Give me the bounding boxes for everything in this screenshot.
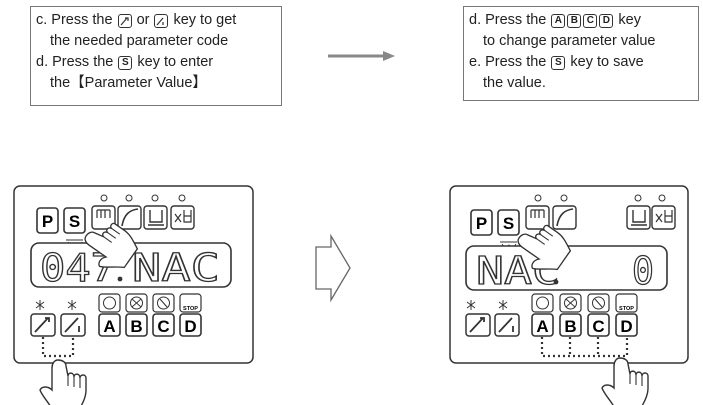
key-b-label: B bbox=[130, 317, 142, 336]
s-key[interactable] bbox=[497, 209, 520, 236]
start-tack-key[interactable] bbox=[91, 205, 116, 230]
instruction-box-right: d. Press the A B C D key to change param… bbox=[463, 6, 699, 101]
s-key-icon: S bbox=[551, 55, 566, 70]
left-line-1: c. Press the or key to get bbox=[36, 12, 237, 28]
key-a-icon: A bbox=[551, 13, 566, 28]
key-c[interactable] bbox=[587, 313, 610, 337]
key-d[interactable] bbox=[615, 313, 638, 337]
right-line-1: d. Press the A B C D key bbox=[469, 12, 641, 28]
down-key[interactable] bbox=[60, 313, 86, 337]
key-c-label: C bbox=[592, 317, 604, 336]
indicator-icon bbox=[466, 300, 476, 310]
dotted-connector bbox=[540, 337, 629, 358]
down-key[interactable] bbox=[494, 313, 520, 337]
hollow-right-arrow-icon bbox=[315, 233, 351, 303]
s-key[interactable] bbox=[63, 207, 86, 234]
curve-key[interactable] bbox=[117, 205, 142, 230]
indicator-icon bbox=[35, 300, 45, 310]
right-line-4: the value. bbox=[483, 75, 546, 91]
display-parameter: NAC bbox=[132, 246, 220, 290]
end-tack-icon bbox=[631, 210, 647, 226]
key-a[interactable] bbox=[531, 313, 554, 337]
display-value: 0 bbox=[632, 249, 654, 293]
indicator-icon bbox=[498, 300, 508, 310]
pointing-hand-icon bbox=[39, 359, 87, 405]
key-d-label: D bbox=[620, 317, 632, 336]
key-b[interactable] bbox=[559, 313, 582, 337]
key-c-label: C bbox=[157, 317, 169, 336]
stop-label: STOP bbox=[183, 306, 198, 312]
start-tack-icon bbox=[96, 209, 111, 218]
pointing-hand-icon bbox=[601, 357, 649, 405]
thread-trim-key[interactable] bbox=[170, 205, 195, 230]
end-tack-icon bbox=[148, 210, 164, 226]
s-key-label: S bbox=[503, 214, 514, 233]
up-key-icon bbox=[469, 317, 485, 333]
right-arrow-icon bbox=[328, 51, 395, 61]
curve-key[interactable] bbox=[552, 205, 577, 230]
curve-icon bbox=[556, 208, 574, 227]
up-key[interactable] bbox=[30, 313, 56, 337]
s-key-label: S bbox=[69, 212, 80, 231]
p-key[interactable] bbox=[470, 209, 493, 236]
key-b-icon: B bbox=[567, 13, 582, 28]
thread-trim-key[interactable] bbox=[651, 205, 676, 230]
key-b-label: B bbox=[564, 317, 576, 336]
s-key-icon: S bbox=[118, 55, 133, 70]
right-line-3: e. Press the S key to save bbox=[469, 54, 644, 70]
up-key[interactable] bbox=[465, 313, 491, 337]
down-key-icon bbox=[498, 317, 514, 333]
curve-icon bbox=[121, 208, 139, 227]
key-c[interactable] bbox=[152, 313, 175, 337]
start-tack-key[interactable] bbox=[525, 205, 550, 230]
key-d-icon: D bbox=[599, 13, 614, 28]
up-key-icon bbox=[117, 13, 132, 28]
key-b[interactable] bbox=[125, 313, 148, 337]
thread-trim-icon bbox=[174, 210, 192, 223]
stop-label: STOP bbox=[619, 306, 634, 312]
right-line-2: to change parameter value bbox=[483, 33, 656, 49]
down-key-icon bbox=[64, 317, 80, 333]
key-c-icon: C bbox=[583, 13, 598, 28]
key-d[interactable] bbox=[179, 313, 202, 337]
key-a-label: A bbox=[103, 317, 115, 336]
key-a-label: A bbox=[536, 317, 548, 336]
control-panel-left: P S 047 NAC bbox=[13, 185, 254, 364]
left-line-4: the【Parameter Value】 bbox=[50, 75, 207, 91]
start-tack-icon bbox=[530, 209, 545, 218]
up-key-icon bbox=[34, 317, 50, 333]
thread-trim-icon bbox=[655, 210, 673, 223]
left-line-3: d. Press the S key to enter bbox=[36, 54, 214, 70]
p-key-label: P bbox=[476, 214, 487, 233]
key-a[interactable] bbox=[98, 313, 121, 337]
control-panel-right: P S NAC 0 bbox=[449, 185, 689, 364]
indicator-icon bbox=[67, 300, 77, 310]
p-key-label: P bbox=[42, 212, 53, 231]
instruction-box-left: c. Press the or key to get the needed pa… bbox=[30, 6, 282, 106]
down-key-icon bbox=[154, 13, 169, 28]
left-line-2: the needed parameter code bbox=[50, 33, 229, 49]
p-key[interactable] bbox=[36, 207, 59, 234]
key-d-label: D bbox=[184, 317, 196, 336]
